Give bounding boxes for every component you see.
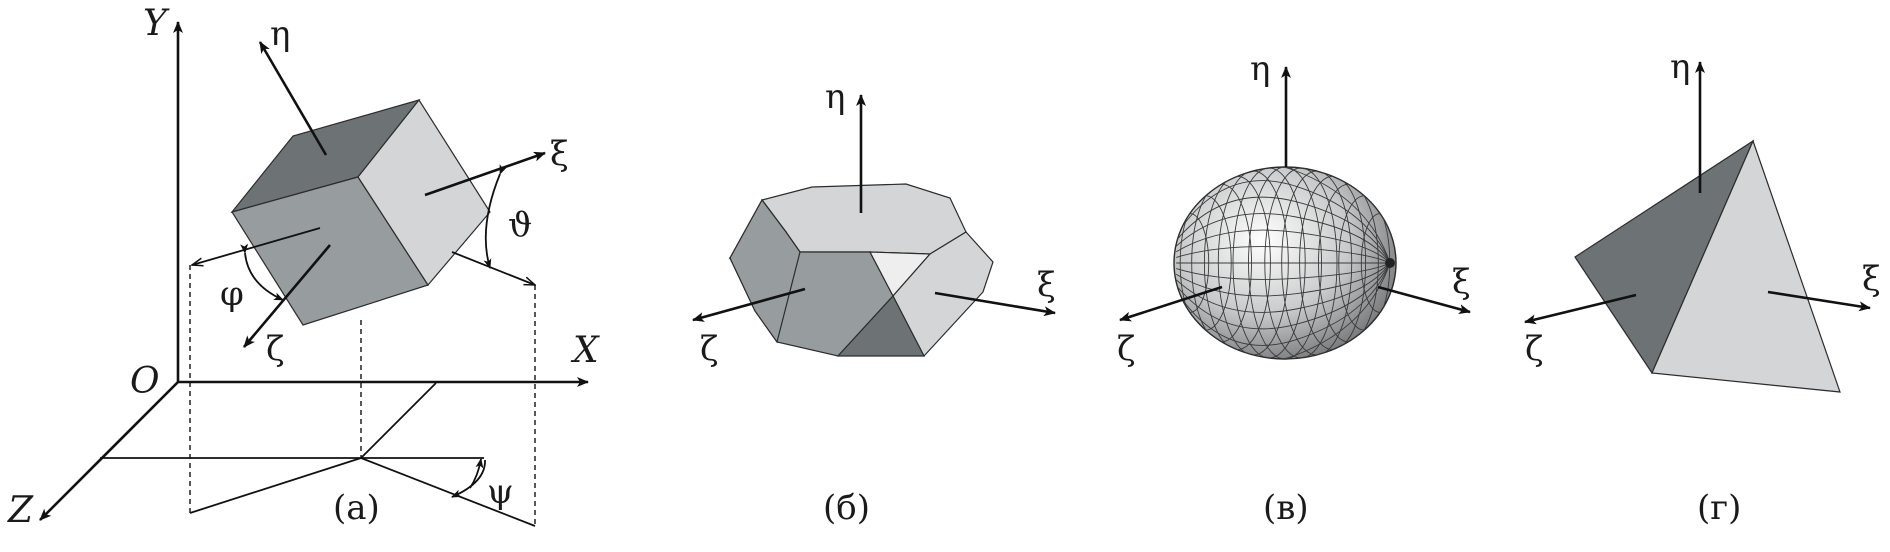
ellipsoid	[1173, 166, 1397, 360]
ellipsoid-meridian-line	[1175, 262, 1391, 330]
phi-label: φ	[220, 274, 244, 314]
phi-angle-arc	[240, 243, 284, 301]
theta-label: ϑ	[508, 205, 532, 245]
zeta-axis-arrow	[1119, 285, 1223, 322]
xi-axis-arrow	[934, 291, 1056, 317]
psi-angle-arc	[451, 459, 486, 498]
panel-g-caption: (г)	[1697, 488, 1741, 528]
xi-axis-arrow	[1377, 285, 1471, 314]
ellipsoid-meridian-line	[1175, 180, 1391, 264]
reference-line	[451, 251, 535, 286]
tetrahedron	[1574, 139, 1841, 393]
eta-axis-arrow	[258, 41, 328, 156]
truncated-octahedron	[728, 183, 994, 358]
xi-label: ξ	[1037, 265, 1056, 305]
z-axis-label: Z	[7, 490, 34, 531]
polyhedron-bottom-dark-face	[836, 294, 925, 357]
panel-v: η ξ ζ (в)	[1117, 49, 1471, 528]
panel-g: η ξ ζ (г)	[1524, 47, 1881, 528]
projection-line	[360, 457, 536, 527]
zeta-label: ζ	[266, 329, 284, 369]
polyhedron-left-side-face	[729, 198, 801, 344]
cube	[230, 98, 491, 326]
zeta-label: ζ	[1117, 329, 1135, 369]
x-axis-label: X	[570, 330, 600, 371]
ellipsoid-meridian-line	[1175, 262, 1391, 297]
ellipsoid-meridian-line	[1175, 262, 1391, 313]
zeta-label: ζ	[1525, 329, 1543, 369]
xi-axis-arrow	[1767, 290, 1871, 312]
eta-label: η	[1670, 47, 1690, 87]
zeta-axis-arrow	[243, 244, 331, 348]
ellipsoid-meridian-line	[1175, 229, 1391, 264]
projection-line	[189, 457, 362, 514]
eta-label: η	[270, 14, 290, 54]
xi-label: ξ	[1452, 262, 1471, 302]
xi-label: ξ	[1862, 259, 1881, 299]
xi-label: ξ	[550, 134, 569, 174]
panel-a-caption: (а)	[333, 488, 380, 528]
eta-label: η	[825, 77, 845, 117]
origin-label: O	[130, 361, 160, 402]
ellipsoid-meridian-line	[1176, 262, 1391, 280]
eta-label: η	[1250, 49, 1270, 89]
ellipsoid-meridian-line	[1175, 213, 1391, 264]
ellipsoid-grid	[1174, 167, 1396, 359]
zeta-axis-arrow	[1524, 293, 1637, 325]
panel-a: Y X Z O η ξ ζ ϑ φ ψ (а)	[7, 3, 600, 531]
ellipsoid-meridian-line	[1175, 262, 1391, 346]
projection-line	[360, 382, 437, 459]
y-axis-label: Y	[143, 3, 170, 44]
z-axis	[39, 381, 179, 521]
ellipsoid-meridian-line	[1176, 246, 1391, 264]
tetrahedron-right-face	[1651, 139, 1841, 393]
theta-angle-arc	[483, 164, 508, 269]
panel-b: η ξ ζ (б)	[692, 77, 1056, 528]
zeta-axis-arrow	[692, 287, 806, 322]
psi-angle-arc-end	[469, 458, 484, 489]
psi-label: ψ	[487, 472, 514, 512]
zeta-label: ζ	[700, 329, 718, 369]
ellipsoid-pole-point	[1385, 258, 1395, 268]
panel-v-caption: (в)	[1263, 488, 1309, 528]
panel-b-caption: (б)	[823, 488, 870, 528]
ellipsoid-meridian-line	[1175, 196, 1391, 264]
